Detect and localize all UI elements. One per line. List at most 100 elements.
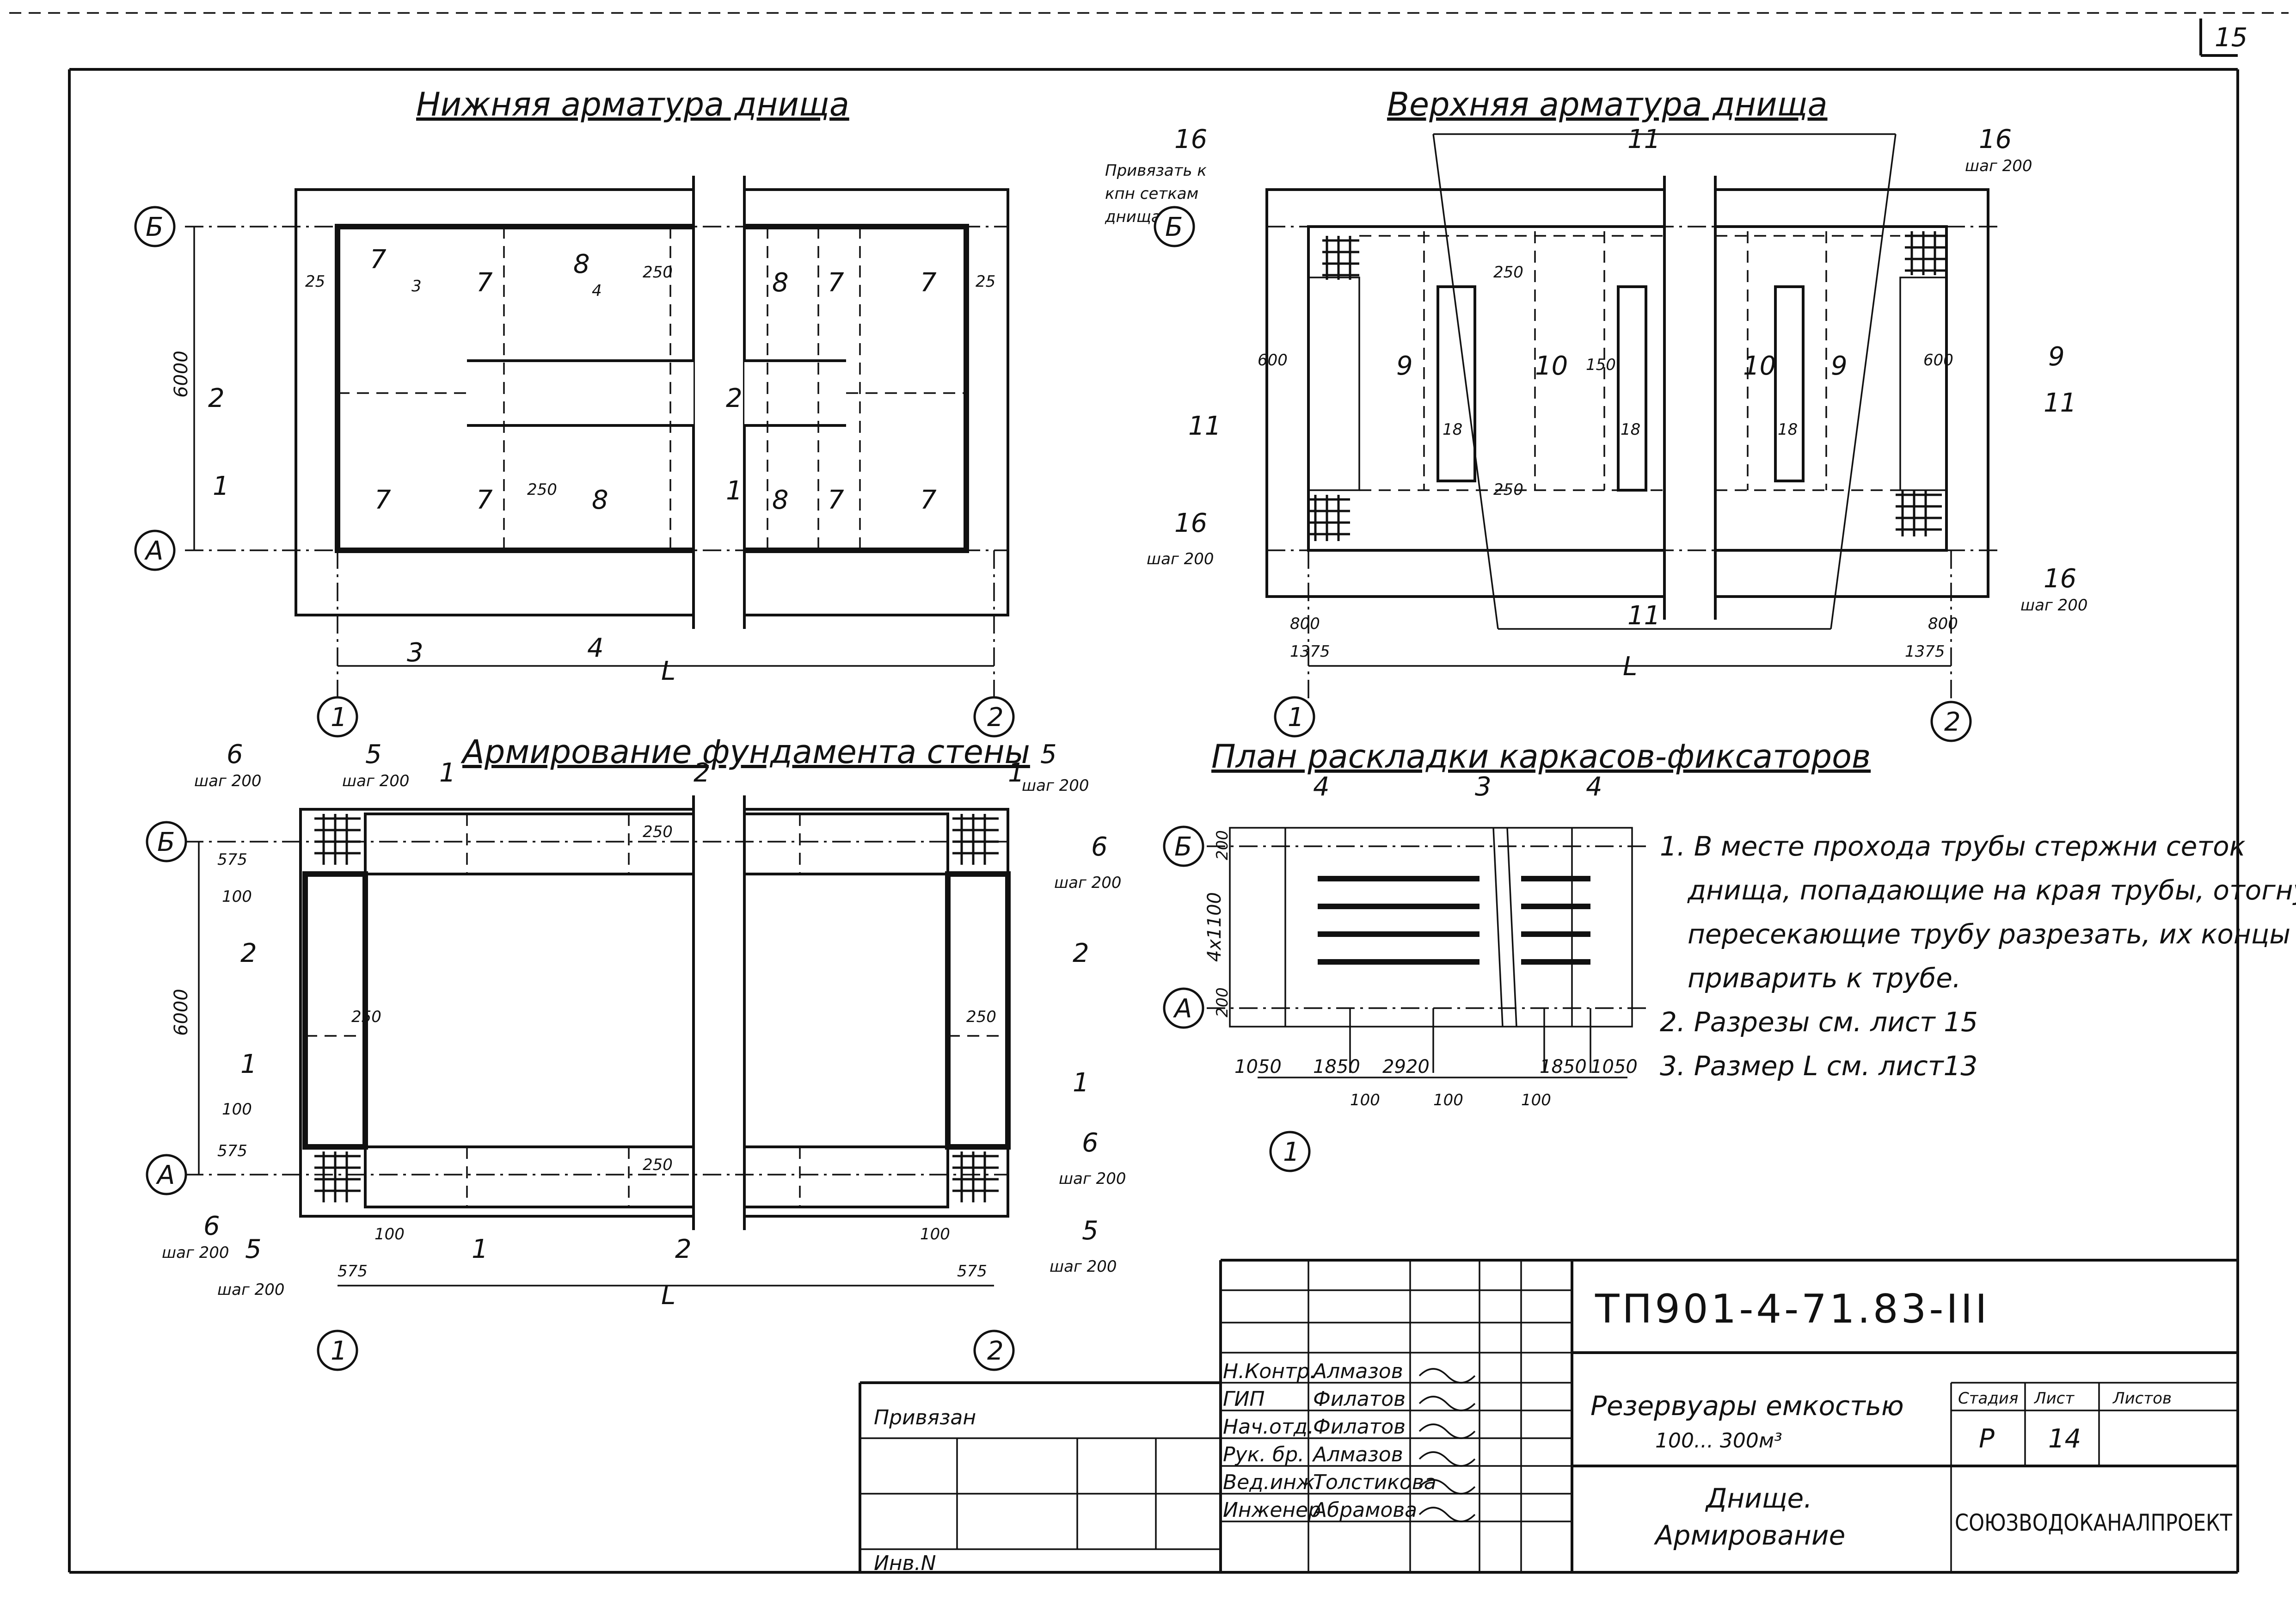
dim-L: L [661,656,675,686]
axis-a: А [1173,994,1192,1024]
step-200: шаг 200 [2020,596,2088,615]
mark-2: 2 [1073,938,1089,968]
mark-7: 7 [828,485,844,515]
mark-18: 18 [1443,420,1462,439]
wall-foundation-plan: Армирование фундамента стены [162,733,1126,1311]
note-attach: днища [1105,208,1161,226]
axis-a: А [144,536,163,566]
dim-L: L [1623,652,1637,682]
dim-1375: 1375 [1905,642,1945,661]
dim-600: 600 [1258,351,1288,369]
axis-b: Б [1165,212,1183,242]
dim-4x1100: 4x1100 [1204,892,1225,962]
mark-1: 1 [1073,1068,1089,1098]
dim-100: 100 [374,1225,405,1244]
dim-1050: 1050 [1590,1056,1638,1077]
section-3: 3 [411,277,422,296]
note-attach: кпн сеткам [1105,185,1198,203]
mark-1: 1 [439,758,456,788]
axis-b: Б [146,212,163,242]
axis-markers: Б А 1 2 Б 1 2 Б А 1 2 Б А 1 [134,206,1972,1371]
page-number: 15 [2215,23,2247,53]
frames-layout-plan: План раскладки каркасов-фиксаторов 4 3 4… [1204,738,1871,1109]
sheet-label: Лист [2033,1389,2075,1408]
dim-575: 575 [338,1262,368,1281]
section-3: 3 [407,638,424,668]
frames-layout-title: План раскладки каркасов-фиксаторов [1211,738,1871,776]
inv-label: Инв.N [874,1552,936,1575]
mark-6: 6 [227,739,243,770]
dim-575: 575 [217,850,247,869]
dim-25-left: 25 [305,272,325,291]
signature-scribbles [1418,1368,1476,1522]
corner-mesh [1308,231,1946,541]
dim-575: 575 [217,1142,247,1160]
section-2: 2 [208,383,225,413]
mark-11: 11 [1627,601,1660,631]
dim-100: 100 [222,887,252,906]
mark-2: 2 [694,758,710,788]
dim-L: L [661,1281,675,1311]
sheet-title: Армирование [1653,1520,1845,1551]
role: Инженер [1223,1498,1321,1522]
axis-2: 2 [987,702,1004,733]
mark-9: 9 [2048,342,2065,372]
axis-a: А [156,1160,175,1190]
mark-11: 11 [1188,411,1221,441]
axis-1: 1 [331,702,347,733]
dim-100: 100 [1521,1091,1551,1109]
axis-2: 2 [1944,707,1961,737]
mark-5: 5 [245,1234,262,1264]
role: Н.Контр. [1223,1360,1316,1383]
mark-9: 9 [1396,351,1413,381]
axis-2: 2 [987,1336,1004,1366]
mark-18: 18 [1778,420,1798,439]
mark-5: 5 [1082,1216,1099,1246]
axis-1: 1 [1288,702,1304,733]
object-title: 100... 300м³ [1655,1429,1782,1453]
step-200: шаг 200 [217,1281,285,1299]
mark-7: 7 [920,268,937,298]
sheet-value: 14 [2048,1424,2081,1454]
dim-100: 100 [920,1225,950,1244]
dim-250: 250 [643,823,673,841]
wall-foundation-title: Армирование фундамента стены [460,733,1030,771]
mark-1: 1 [472,1234,488,1264]
dim-1375: 1375 [1290,642,1330,661]
section-1: 1 [726,476,743,506]
role: Рук. бр. [1223,1443,1304,1466]
section-2: 2 [726,383,743,413]
mark-4: 4 [1313,772,1330,802]
dim-250: 250 [351,1008,381,1026]
step-200: шаг 200 [342,772,410,790]
mark-16: 16 [1174,508,1207,538]
signer-name: Толстикова [1313,1471,1437,1494]
dim-25-right: 25 [976,272,995,291]
mark-2: 2 [240,938,257,968]
dim-1850: 1850 [1313,1056,1360,1077]
mark-10: 10 [1743,351,1776,381]
organization: СОЮЗВОДОКАНАЛПРОЕКТ [1955,1509,2232,1536]
dim-2920: 2920 [1382,1056,1430,1077]
step-200: шаг 200 [162,1244,229,1262]
stage-label: Стадия [1958,1389,2018,1408]
dim-575: 575 [957,1262,987,1281]
mark-6: 6 [1082,1128,1099,1158]
axis-b: Б [1174,832,1192,862]
mark-11: 11 [2044,388,2076,418]
mark-3: 3 [1475,772,1492,802]
mark-5: 5 [1040,739,1057,770]
mark-1: 1 [240,1049,257,1079]
mark-4: 4 [1586,772,1602,802]
section-4: 4 [592,282,602,300]
mark-10: 10 [1535,351,1568,381]
step-200: шаг 200 [1022,776,1089,795]
mark-1: 1 [1008,758,1025,788]
step-200: шаг 200 [194,772,262,790]
dim-100: 100 [222,1100,252,1119]
signer-name: Абрамова [1312,1498,1417,1522]
dim-800: 800 [1290,615,1320,633]
bottom-rebar-plan: Нижняя арматура днища 6000 L 25 25 250 2… [171,86,1009,703]
mark-7: 7 [828,268,844,298]
mark-8: 8 [772,485,789,515]
